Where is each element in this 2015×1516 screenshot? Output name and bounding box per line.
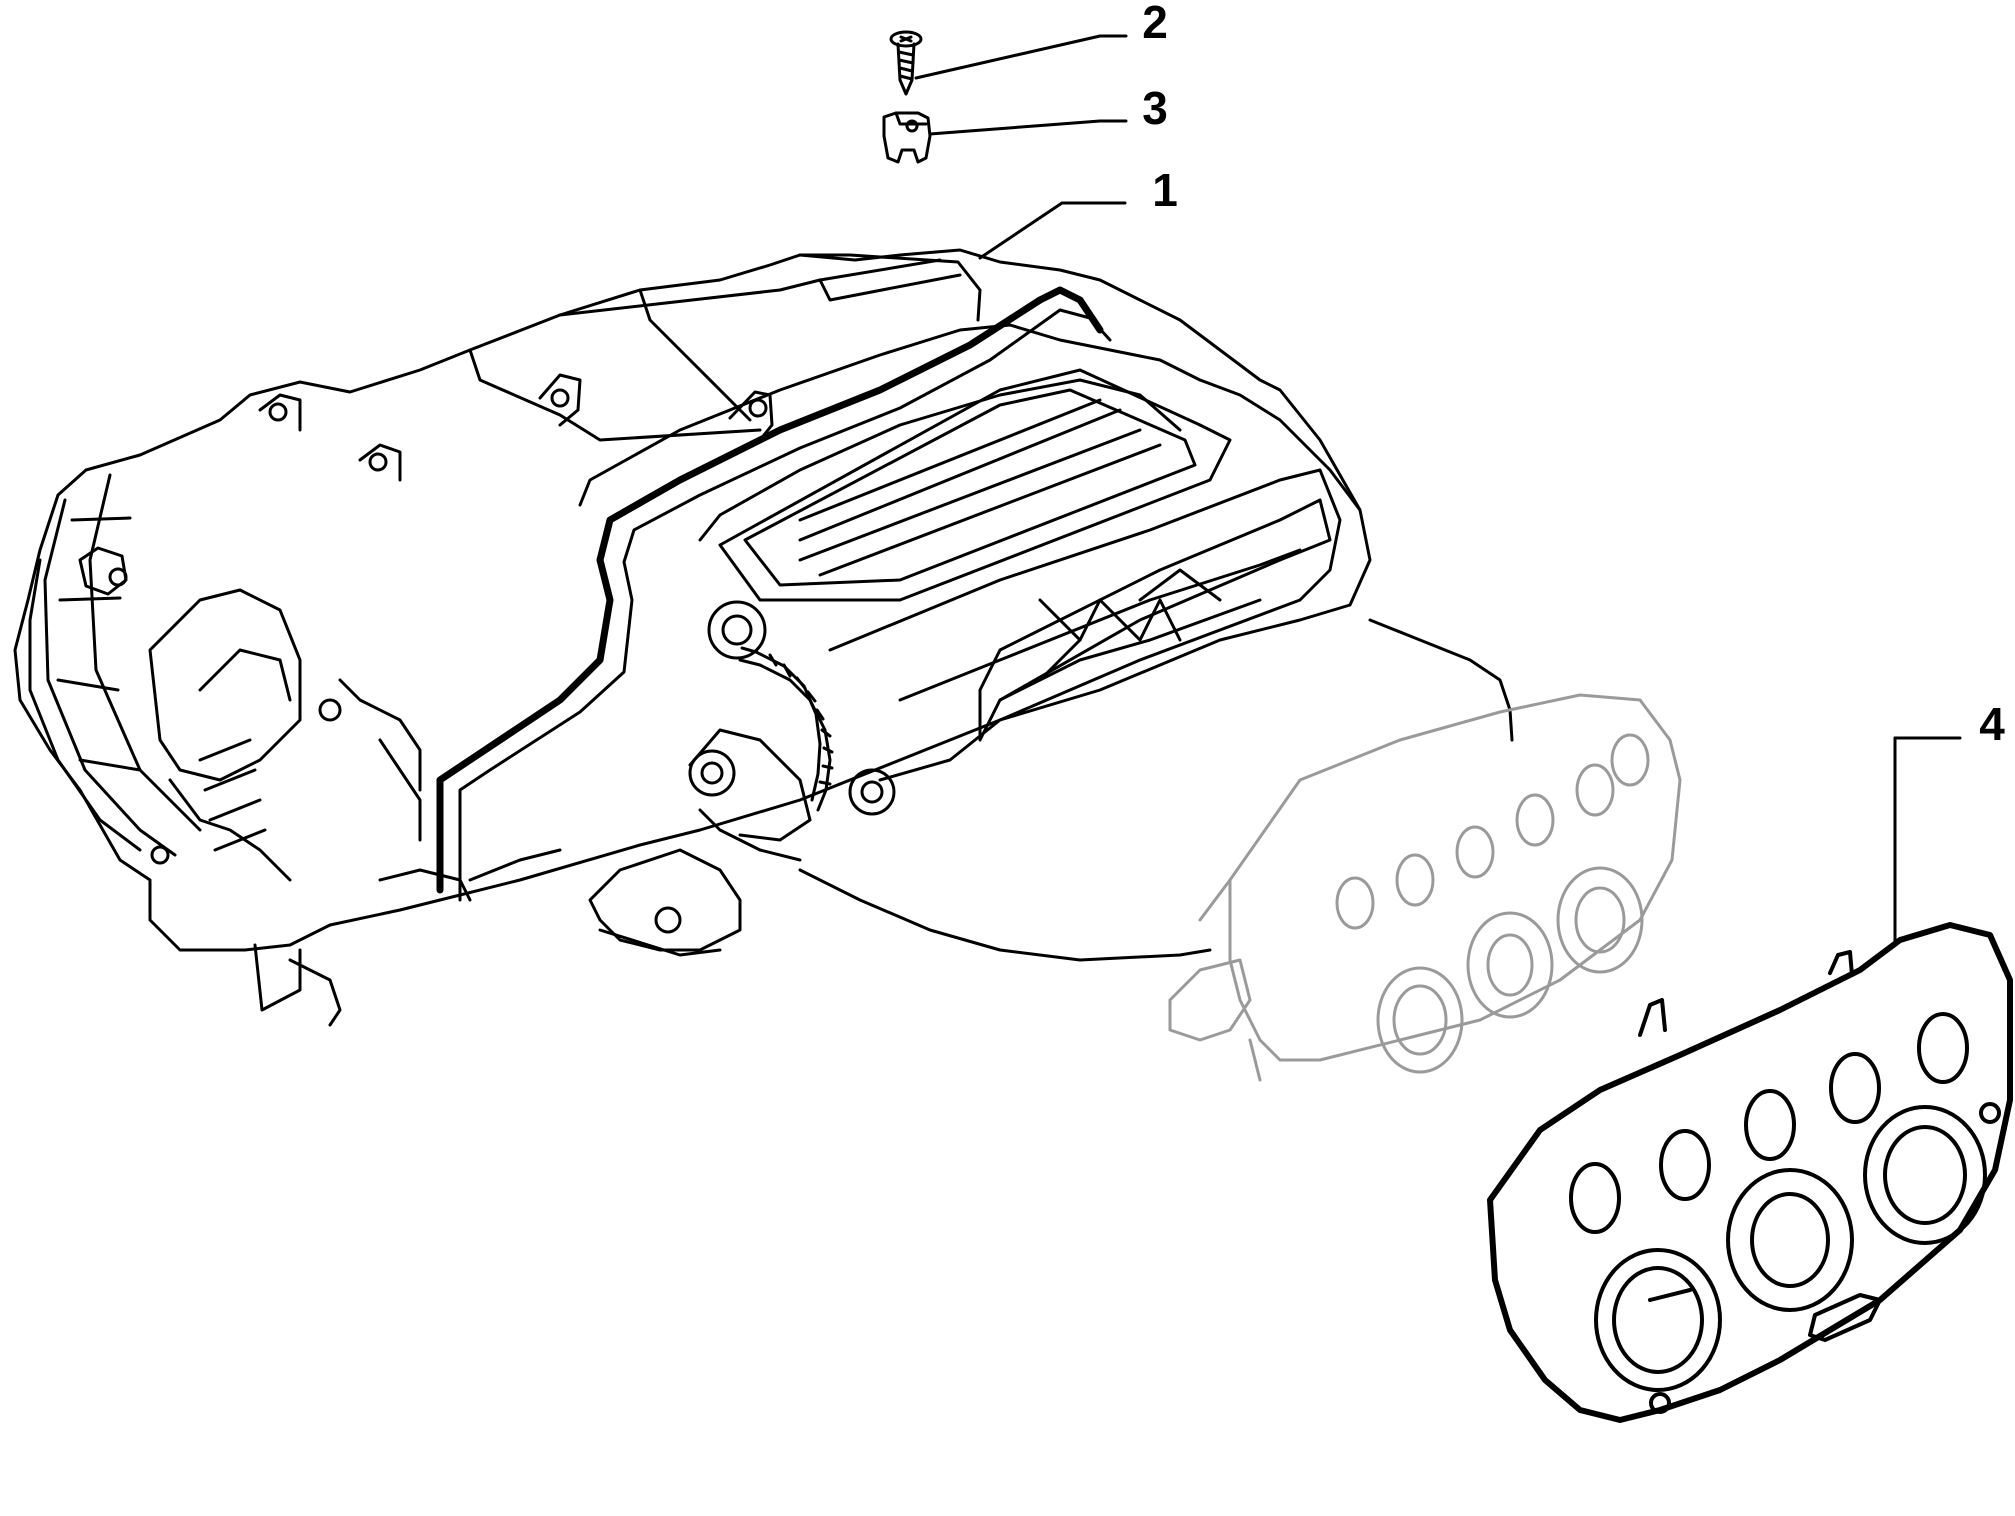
callout-label-3: 3 xyxy=(1142,82,1168,134)
screw-part[interactable] xyxy=(889,30,923,96)
heater-unit-part[interactable] xyxy=(13,248,1514,1027)
callout-label-4: 4 xyxy=(1979,698,2005,750)
callout-label-1: 1 xyxy=(1152,164,1178,216)
callout-label-2: 2 xyxy=(1142,0,1168,48)
callout-leader-2 xyxy=(914,34,1128,80)
callout-leader-4 xyxy=(1893,736,1962,947)
clip-nut-part[interactable] xyxy=(882,111,932,164)
control-panel-ghost xyxy=(1168,693,1682,1082)
callout-leader-1 xyxy=(978,201,1127,260)
control-panel-part[interactable] xyxy=(1487,922,2013,1423)
callout-leader-3 xyxy=(928,119,1128,136)
